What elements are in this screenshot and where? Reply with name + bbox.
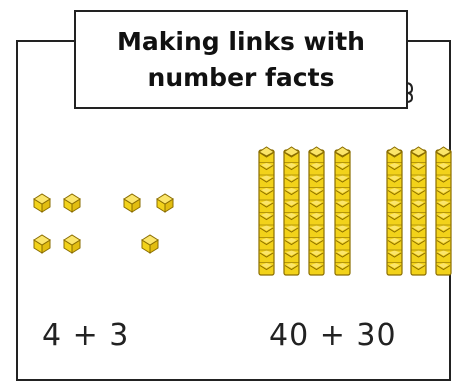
- title-line-2: number facts: [147, 62, 335, 92]
- tens-expression: 40 + 30: [269, 318, 397, 353]
- ten-rod: [258, 146, 275, 276]
- unit-cube: [156, 193, 174, 213]
- ten-rod: [410, 146, 427, 276]
- ten-rod: [435, 146, 452, 276]
- unit-cube: [63, 234, 81, 254]
- ten-rod: [283, 146, 300, 276]
- ten-rod: [308, 146, 325, 276]
- unit-cube: [141, 234, 159, 254]
- unit-cube: [123, 193, 141, 213]
- ten-rod: [386, 146, 403, 276]
- title-line-1: Making links with: [117, 26, 365, 56]
- ten-rod: [334, 146, 351, 276]
- ones-expression: 4 + 3: [42, 318, 130, 353]
- title-box: Making links with number facts: [74, 10, 408, 109]
- unit-cube: [63, 193, 81, 213]
- unit-cube: [33, 234, 51, 254]
- unit-cube: [33, 193, 51, 213]
